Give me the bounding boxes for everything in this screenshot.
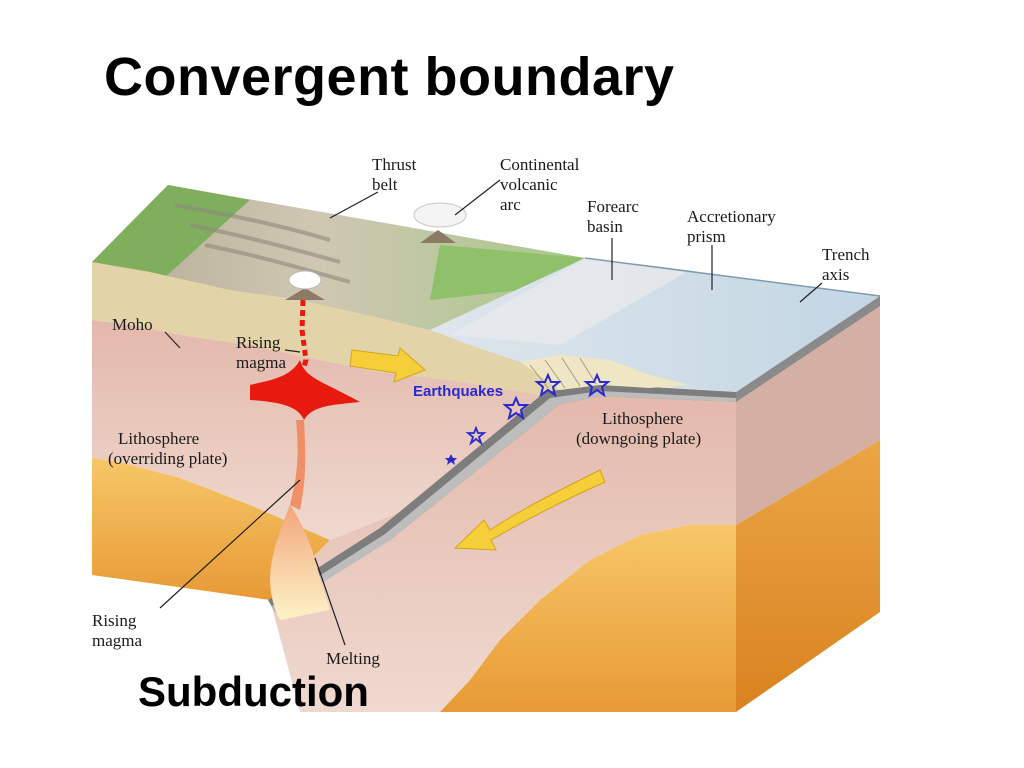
slide-title: Convergent boundary [104,47,675,107]
label-forearc-basin: Forearc basin [587,197,643,236]
label-lithosphere-overriding: Lithosphere (overriding plate) [108,429,227,468]
label-moho: Moho [112,315,153,334]
volcano-far [413,202,467,243]
leader-lines [159,179,823,646]
subducting-slab [268,384,736,612]
motion-arrow-down [453,469,606,551]
earthquake-star-icon [534,372,562,398]
lithosphere-downgoing [270,385,736,712]
volcano-near [285,270,325,300]
label-thrust-belt: Thrust belt [372,155,421,194]
label-rising-magma-lower: Rising magma [92,611,142,650]
label-lithosphere-downgoing: Lithosphere (downgoing plate) [576,409,701,448]
block-right-face [736,296,880,712]
accretionary-wedge [520,355,690,390]
slide-caption: Subduction [138,668,369,715]
label-earthquakes: Earthquakes [413,383,503,400]
earthquake-star-icon [583,372,611,398]
magma-chamber [250,299,360,420]
lithosphere-overriding [92,320,555,540]
crust-layer [92,262,600,400]
label-rising-magma-upper: Rising magma [236,333,286,372]
melting-plume [270,420,330,620]
earthquake-star-icon [445,454,457,465]
earthquake-star-icon [502,395,530,421]
label-accretionary-prism: Accretionary prism [687,207,780,246]
earthquake-markers [445,372,611,465]
motion-arrow-right [349,347,426,383]
earthquake-star-icon [465,425,487,446]
asthenosphere [92,458,736,712]
label-trench-axis: Trench axis [822,245,874,284]
label-melting: Melting [326,649,380,668]
label-continental-volcanic-arc: Continental volcanic arc [500,155,584,214]
